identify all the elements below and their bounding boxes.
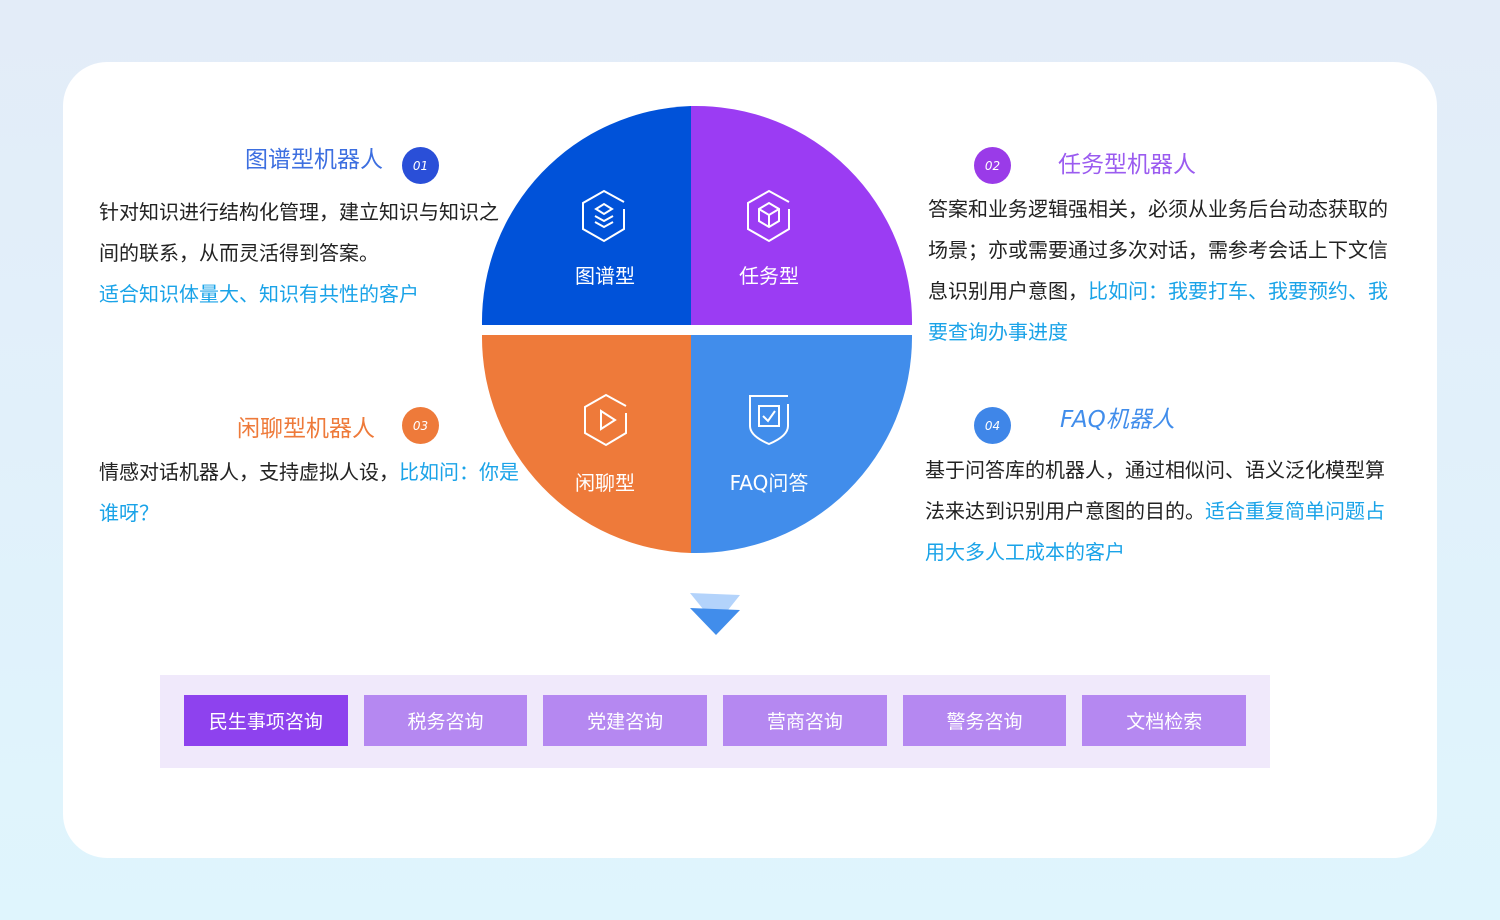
chat-bot-description: 情感对话机器人，支持虚拟人设，比如问：你是谁呀？ <box>99 452 524 534</box>
segment-label-chat: 闲聊型 <box>575 471 635 495</box>
highlight-text: 适合知识体量大、知识有共性的客户 <box>99 282 419 306</box>
segment-label-faq: FAQ问答 <box>729 471 809 495</box>
tag-document-search[interactable]: 文档检索 <box>1082 695 1247 746</box>
graph-bot-description: 针对知识进行结构化管理，建立知识与知识之间的联系，从而灵活得到答案。适合知识体量… <box>99 192 499 315</box>
highlight-text: 比如问：你是谁呀？ <box>99 460 519 525</box>
segment-graph <box>481 106 691 325</box>
badge-01: 01 <box>402 147 439 184</box>
cube-icon <box>747 189 790 243</box>
tag-livelihood[interactable]: 民生事项咨询 <box>184 695 348 746</box>
segment-chat <box>481 335 691 553</box>
segment-label-graph: 图谱型 <box>575 264 635 288</box>
description-text: 答案和业务逻辑强相关，必须从业务后台动态获取的场景；亦或需要通过多次对话，需参考… <box>928 197 1388 303</box>
task-bot-title: 任务型机器人 <box>1058 152 1196 178</box>
chat-bot-title: 闲聊型机器人 <box>237 416 375 442</box>
tag-tax[interactable]: 税务咨询 <box>363 695 528 746</box>
down-arrow-icon <box>690 593 740 635</box>
tag-party[interactable]: 党建咨询 <box>543 695 708 746</box>
badge-03: 03 <box>402 407 439 444</box>
description-text: 针对知识进行结构化管理，建立知识与知识之间的联系，从而灵活得到答案。 <box>99 200 499 265</box>
graph-bot-title: 图谱型机器人 <box>245 147 383 173</box>
service-tags-bar: 民生事项咨询 税务咨询 党建咨询 营商咨询 警务咨询 文档检索 <box>160 675 1270 768</box>
layers-icon <box>582 189 625 243</box>
tag-police[interactable]: 警务咨询 <box>902 695 1067 746</box>
badge-02: 02 <box>974 147 1011 184</box>
faq-bot-description: 基于问答库的机器人，通过相似问、语义泛化模型算法来达到识别用户意图的目的。适合重… <box>925 450 1400 573</box>
robot-types-pie <box>481 105 913 554</box>
tag-business[interactable]: 营商咨询 <box>723 695 887 746</box>
segment-task <box>691 105 913 325</box>
play-icon <box>584 393 627 447</box>
description-text: 基于问答库的机器人，通过相似问、语义泛化模型算法来达到识别用户意图的目的。 <box>925 458 1385 523</box>
task-bot-description: 答案和业务逻辑强相关，必须从业务后台动态获取的场景；亦或需要通过多次对话，需参考… <box>928 189 1393 353</box>
description-text: 情感对话机器人，支持虚拟人设， <box>99 460 399 484</box>
highlight-text: 适合重复简单问题占用大多人工成本的客户 <box>925 499 1385 564</box>
shield-check-icon <box>749 395 789 446</box>
badge-04: 04 <box>974 407 1011 444</box>
highlight-text: 比如问：我要打车、我要预约、我要查询办事进度 <box>928 279 1388 344</box>
faq-bot-title: FAQ机器人 <box>1060 407 1175 433</box>
segment-label-task: 任务型 <box>739 264 799 288</box>
segment-faq <box>691 335 913 554</box>
